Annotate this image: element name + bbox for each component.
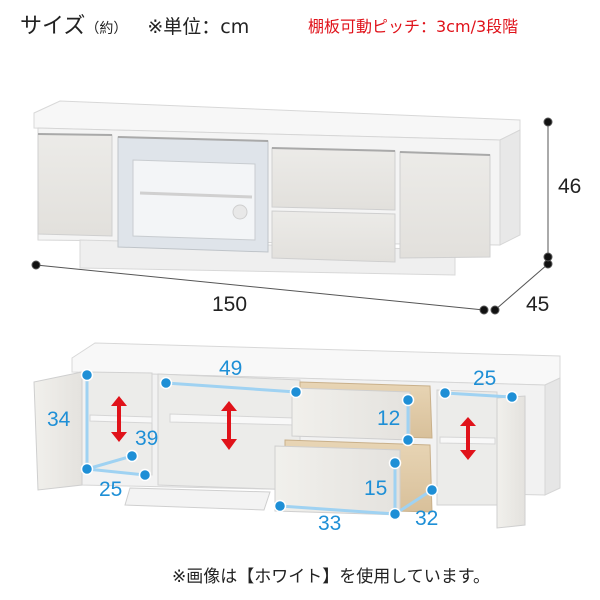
left-cabinet-width-label: 25	[99, 478, 123, 501]
left-cabinet-depth-label: 39	[135, 427, 159, 450]
left-cabinet-height-label: 34	[47, 408, 71, 431]
unit-label: ※単位：cm	[147, 16, 250, 38]
center-width-label: 49	[219, 357, 243, 380]
drawer-width-label: 33	[318, 512, 342, 535]
upper-drawer-height-label: 12	[377, 407, 401, 430]
shelf-pitch-label: 棚板可動ピッチ：3cm/3段階	[308, 17, 519, 36]
image-color-note: ※画像は【ホワイト】を使用しています。	[172, 567, 491, 587]
overall-dimension-lines	[31, 117, 553, 315]
lower-drawer-height-label: 15	[364, 477, 388, 500]
title-approx-note: （約）	[85, 21, 128, 37]
adjust-arrow-center	[221, 401, 237, 450]
shelf-adjust-arrows	[111, 396, 476, 460]
adjust-arrow-left	[111, 396, 127, 442]
drawer-depth-label: 32	[415, 507, 439, 530]
height-dimension-label: 46	[558, 175, 582, 198]
right-cabinet-width-label: 25	[473, 367, 497, 390]
title-text: サイズ	[20, 14, 86, 39]
interior-dimension-lines	[85, 375, 513, 516]
depth-dimension-label: 45	[526, 293, 550, 316]
adjust-arrow-right	[460, 417, 476, 460]
size-title: サイズ（約） ※単位：cm	[20, 8, 249, 40]
width-dimension-label: 150	[212, 293, 248, 316]
